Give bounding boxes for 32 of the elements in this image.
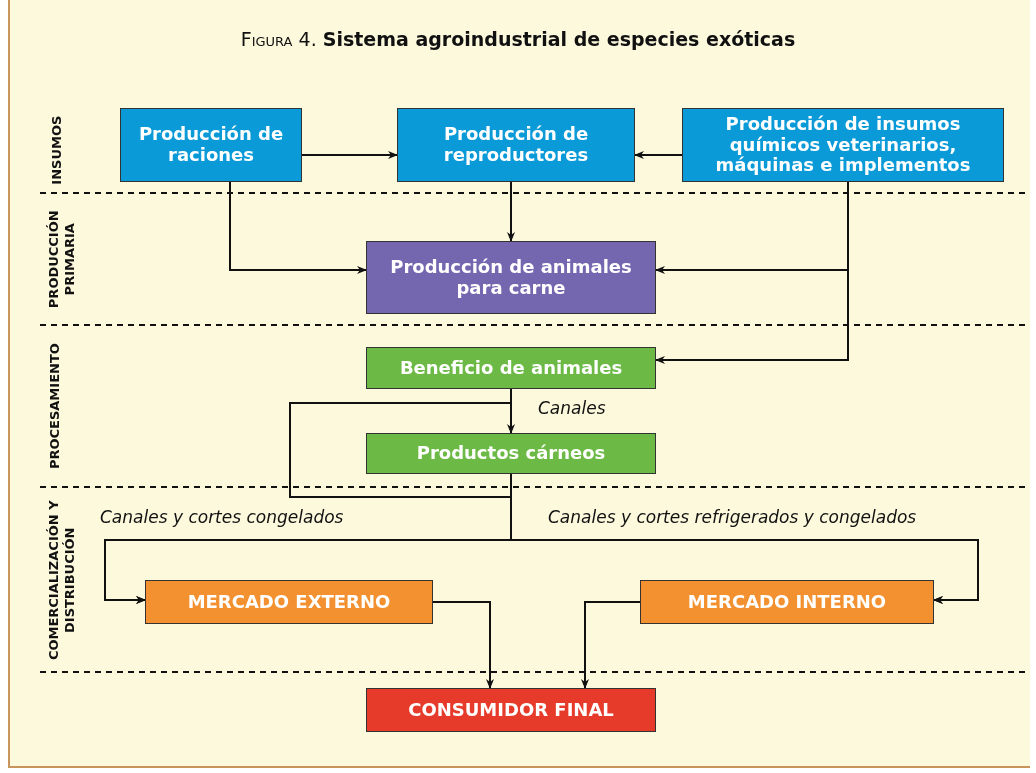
process-box xyxy=(145,580,433,624)
arrow xyxy=(432,601,494,689)
arrow xyxy=(301,151,398,159)
box-label: MERCADO EXTERNO xyxy=(187,591,391,613)
box-label: Productos cárneos xyxy=(416,443,606,464)
edge-label: Canales y cortes congelados xyxy=(98,507,346,527)
stage-label: PROCESAMIENTO xyxy=(46,342,63,472)
edge-label: Canales y cortes refrigerados y congelados xyxy=(546,507,919,527)
box-label: CONSUMIDOR FINAL xyxy=(408,699,614,721)
process-box xyxy=(120,108,302,182)
box-label: MERCADO INTERNO xyxy=(687,591,887,613)
box-label: Producción de animales para carne xyxy=(389,256,633,299)
process-box xyxy=(640,580,934,624)
arrow xyxy=(655,181,849,364)
process-box xyxy=(366,241,656,314)
box-label: Producción de insumos químicos veterinarios, máquinas e implementos xyxy=(714,113,972,177)
process-box xyxy=(366,433,656,474)
box-label: Producción de raciones xyxy=(137,124,285,166)
process-box xyxy=(366,688,656,732)
arrow xyxy=(507,181,515,242)
box-label: Producción de reproductores xyxy=(442,124,590,166)
stage-label: PRODUCCIÓN PRIMARIA xyxy=(45,208,78,310)
box-label: Beneficio de animales xyxy=(399,357,623,379)
arrow xyxy=(229,181,367,274)
figure-title: Figura 4. Sistema agroindustrial de especies exóticas xyxy=(239,28,797,50)
stage-label: INSUMOS xyxy=(48,114,65,187)
process-box xyxy=(366,347,656,389)
process-box xyxy=(397,108,635,182)
arrow xyxy=(581,601,641,689)
stage-label: COMERCIALIZACIÓN Y DISTRIBUCIÓN xyxy=(45,498,78,662)
process-box xyxy=(682,108,1004,182)
arrow xyxy=(634,151,683,159)
